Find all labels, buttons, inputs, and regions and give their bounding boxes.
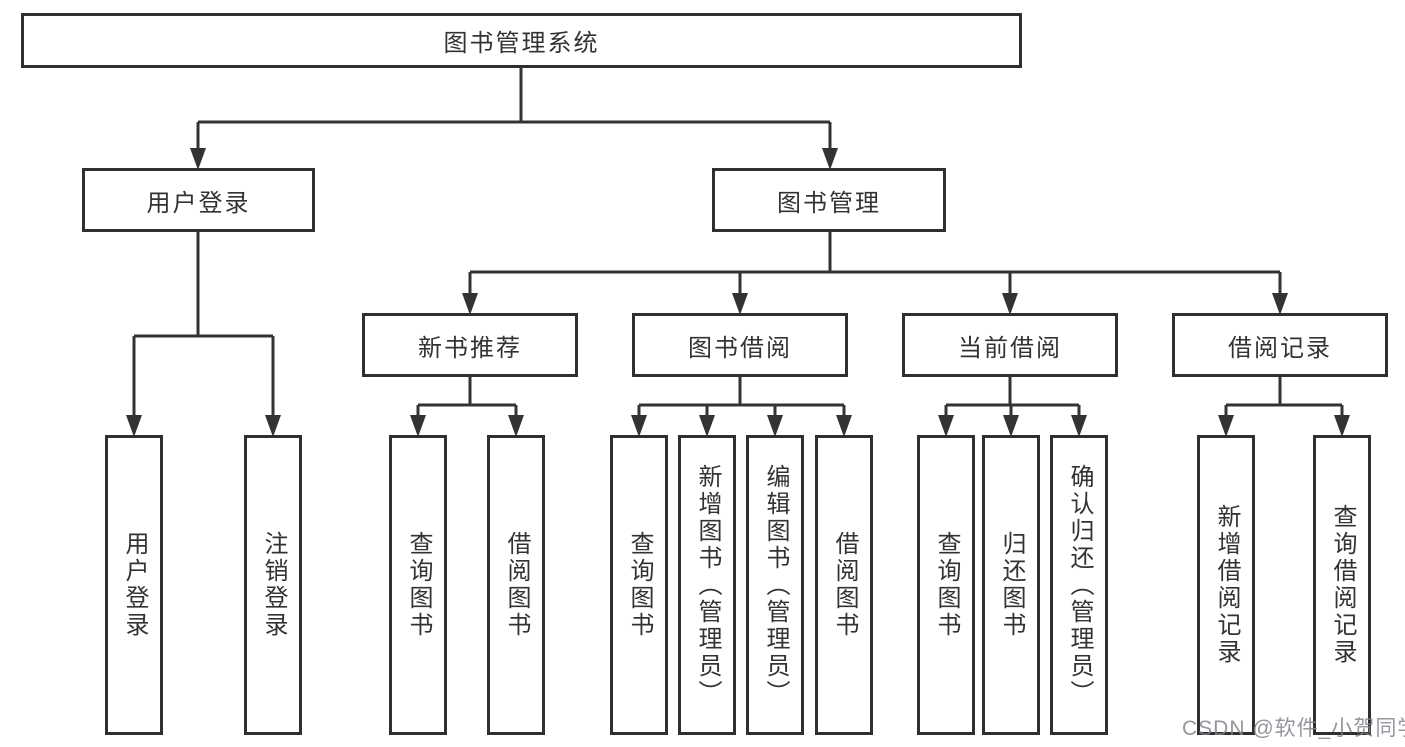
leaf-records-query-record: 查询借阅记录 xyxy=(1313,435,1371,735)
leaf-borrow-query-books: 查询图书 xyxy=(610,435,668,735)
node-root-system-title: 图书管理系统 xyxy=(21,13,1022,68)
node-borrow-records: 借阅记录 xyxy=(1172,313,1388,377)
node-book-borrow: 图书借阅 xyxy=(632,313,848,377)
leaf-current-query-books: 查询图书 xyxy=(917,435,975,735)
leaf-user-login: 用户登录 xyxy=(105,435,163,735)
csdn-watermark: CSDN @软件_小贺同学 xyxy=(1182,717,1405,740)
node-current-borrow: 当前借阅 xyxy=(902,313,1118,377)
leaf-borrow-borrow-books: 借阅图书 xyxy=(815,435,873,735)
node-user-login: 用户登录 xyxy=(82,168,315,232)
node-book-management: 图书管理 xyxy=(712,168,946,232)
leaf-current-confirm-return-admin: 确认归还（管理员） xyxy=(1050,435,1108,735)
leaf-current-return-books: 归还图书 xyxy=(982,435,1040,735)
leaf-newbook-borrow-books: 借阅图书 xyxy=(487,435,545,735)
leaf-logout: 注销登录 xyxy=(244,435,302,735)
leaf-records-add-record: 新增借阅记录 xyxy=(1197,435,1255,735)
leaf-borrow-edit-books-admin: 编辑图书（管理员） xyxy=(746,435,804,735)
leaf-borrow-add-books-admin: 新增图书（管理员） xyxy=(678,435,736,735)
leaf-newbook-query-books: 查询图书 xyxy=(389,435,447,735)
node-new-book-recommend: 新书推荐 xyxy=(362,313,578,377)
